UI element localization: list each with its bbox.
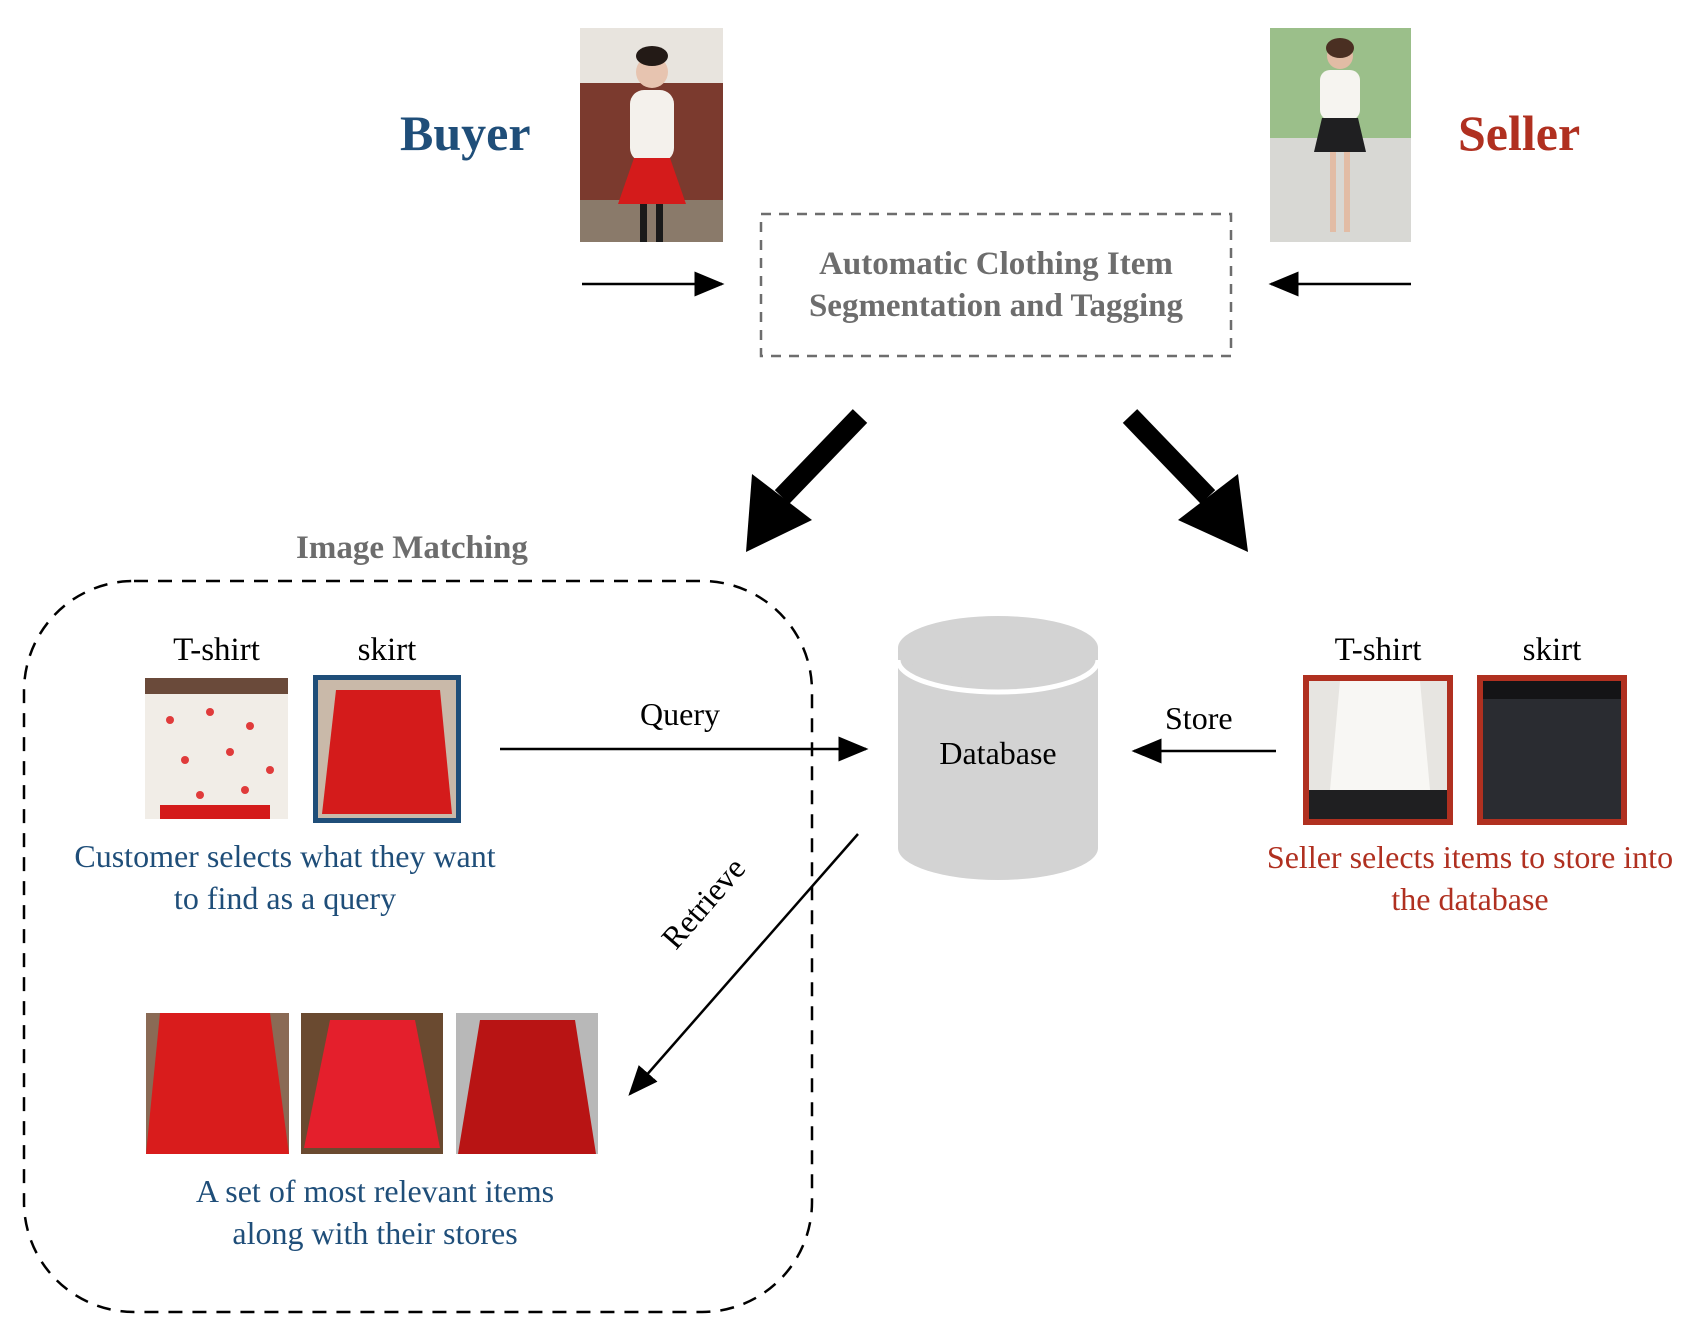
seller-tshirt-label: T-shirt [1334,632,1422,668]
image-matching-title: Image Matching [296,530,528,566]
process-box-line-1: Automatic Clothing Item [819,246,1173,282]
seller-caption: Seller selects items to store into the d… [1240,836,1700,920]
buyer-tshirt-image [145,678,288,819]
buyer-caption-line-2: to find as a query [173,880,397,916]
process-box-line-2: Segmentation and Tagging [808,288,1184,324]
result-image-1 [146,1013,289,1154]
results-caption-line-1: A set of most relevant items [195,1173,555,1209]
buyer-skirt-image [313,675,461,823]
result-image-3 [456,1013,598,1154]
seller-skirt-label: skirt [1522,632,1582,668]
database-label: Database [939,735,1057,771]
results-caption-line-2: along with their stores [232,1215,518,1251]
result-image-2 [301,1013,443,1154]
process-box [759,212,1233,358]
seller-caption-line-1: Seller selects items to store into [1266,839,1674,875]
process-box-label: Automatic Clothing Item Segmentation and… [761,243,1231,327]
seller-tshirt-image [1303,675,1453,825]
process-to-database-arrow [1122,409,1248,552]
store-label: Store [1165,700,1233,736]
image-matching-region [22,579,814,1314]
results-caption: A set of most relevant items along with … [130,1170,620,1254]
query-label: Query [640,696,720,732]
seller-skirt-image [1477,675,1627,825]
seller-photo [1270,28,1411,242]
buyer-label: Buyer [400,105,531,161]
buyer-skirt-label: skirt [357,632,417,668]
buyer-caption-line-1: Customer selects what they want [74,838,496,874]
buyer-caption: Customer selects what they want to find … [40,835,530,919]
database-cylinder [895,616,1101,880]
seller-label: Seller [1458,105,1581,161]
seller-caption-line-2: the database [1391,881,1549,917]
retrieve-arrow [628,833,859,1096]
buyer-tshirt-label: T-shirt [173,632,260,668]
buyer-photo [580,28,723,242]
process-to-matching-arrow [746,409,868,552]
